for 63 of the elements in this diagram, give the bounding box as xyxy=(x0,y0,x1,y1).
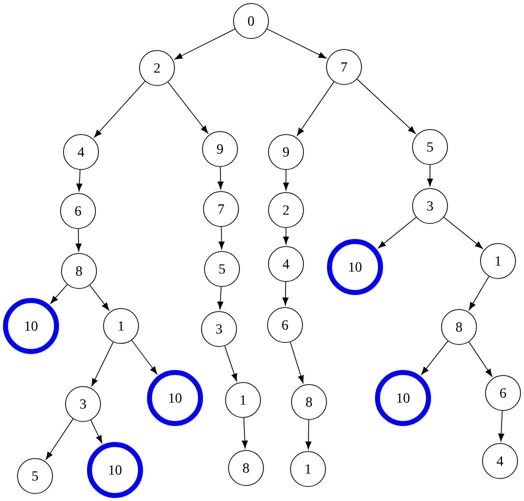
arrow xyxy=(282,282,288,306)
circle-node: 8 xyxy=(291,384,327,420)
arrow xyxy=(89,284,110,310)
arrow xyxy=(290,342,304,384)
circle-node: 0 xyxy=(233,3,269,39)
arrow xyxy=(218,226,225,250)
arrow xyxy=(91,342,114,386)
circle-node: 2 xyxy=(268,192,304,228)
highlighted-node: 10 xyxy=(375,370,431,426)
arrow xyxy=(217,286,224,310)
arrow xyxy=(468,276,490,310)
circle-node: 9 xyxy=(202,131,238,167)
arrow xyxy=(305,420,312,450)
circle-node: 1 xyxy=(480,243,516,279)
arrow xyxy=(218,166,224,190)
arrow xyxy=(242,417,248,448)
circle-node: 5 xyxy=(412,129,448,165)
arrow xyxy=(168,82,208,134)
circle-node: 3 xyxy=(201,311,237,347)
circle-node: 8 xyxy=(61,253,97,289)
arrow xyxy=(266,28,326,58)
circle-node: 4 xyxy=(268,246,304,282)
highlighted-node: 10 xyxy=(147,370,203,426)
arrow xyxy=(468,342,492,377)
arrow xyxy=(174,28,236,60)
circle-node: 6 xyxy=(60,193,96,229)
arrow xyxy=(378,216,417,248)
arrow xyxy=(444,216,483,249)
highlighted-node: 10 xyxy=(327,239,383,295)
arrow xyxy=(76,228,82,252)
arrow xyxy=(283,170,289,190)
arrow xyxy=(90,420,102,444)
arrow xyxy=(296,81,334,136)
arrow xyxy=(224,346,238,382)
arrow xyxy=(498,410,504,442)
arrow xyxy=(46,418,74,460)
arrow xyxy=(421,340,448,375)
highlighted-node: 10 xyxy=(87,442,143,498)
circle-node: 3 xyxy=(65,386,101,422)
circle-node: 1 xyxy=(225,382,261,418)
arrow xyxy=(76,169,82,192)
circle-node: 2 xyxy=(139,50,175,86)
circle-node: 1 xyxy=(290,451,326,487)
circle-node: 7 xyxy=(203,191,239,227)
circle-node: 8 xyxy=(441,309,477,345)
arrow xyxy=(131,340,158,374)
arrow xyxy=(283,228,289,244)
circle-node: 1 xyxy=(103,308,139,344)
circle-node: 5 xyxy=(204,251,240,287)
arrow xyxy=(427,164,433,186)
circle-node: 3 xyxy=(412,188,448,224)
circle-node: 4 xyxy=(63,134,99,170)
arrow xyxy=(50,284,68,304)
circle-node: 8 xyxy=(228,450,264,486)
circle-node: 6 xyxy=(485,375,521,411)
circle-node: 9 xyxy=(268,134,304,170)
arrow xyxy=(356,78,416,134)
arrow xyxy=(94,80,146,138)
highlighted-node: 10 xyxy=(3,298,59,354)
circle-node: 6 xyxy=(267,307,303,343)
circle-node: 4 xyxy=(482,443,518,479)
circle-node: 5 xyxy=(17,458,53,494)
circle-node: 7 xyxy=(326,49,362,85)
